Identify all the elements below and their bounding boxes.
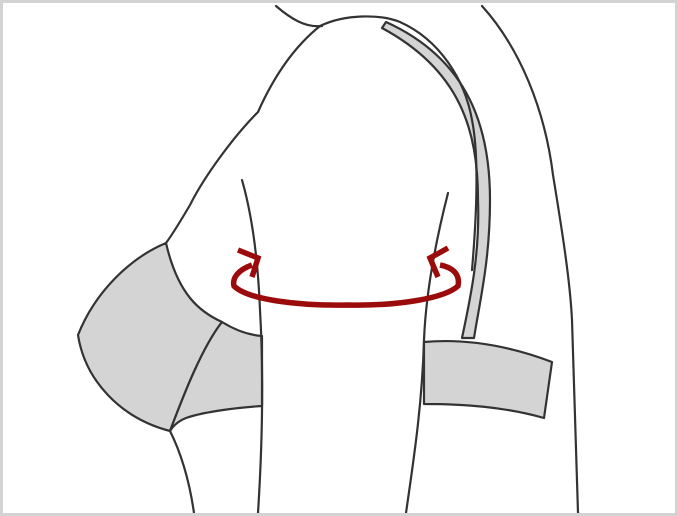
back-outline <box>482 6 578 513</box>
neck-outline <box>276 6 322 26</box>
measurement-right-end-mark <box>430 248 448 277</box>
chest-outline <box>166 26 320 243</box>
bra-strap <box>382 22 490 338</box>
upper-arm-measurement-diagram <box>3 3 675 513</box>
shoulder-outline <box>320 16 477 270</box>
bra-back-band <box>424 341 552 418</box>
upper-arm-measurement-line <box>234 265 459 305</box>
torso-front-outline <box>170 431 194 513</box>
